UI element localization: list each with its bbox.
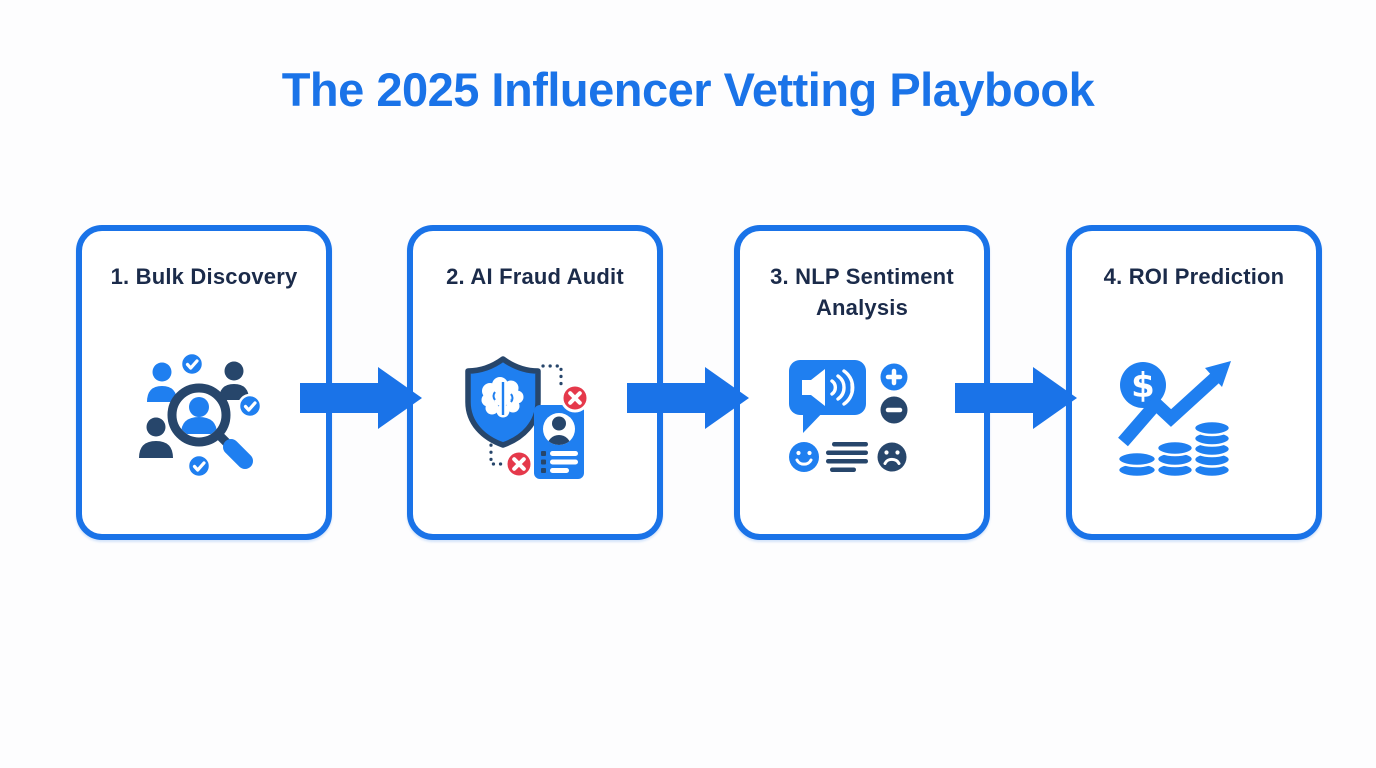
roi-prediction-icon: $ [1116, 361, 1232, 479]
avatar-icon [547, 416, 571, 445]
step-label-1: 1. Bulk Discovery [110, 264, 298, 289]
x-badge-icon [504, 449, 534, 479]
speaker-icon [802, 369, 855, 406]
brain-icon [481, 377, 524, 418]
happy-face-icon [789, 442, 819, 472]
flow-arrow-1 [300, 367, 422, 429]
arrow-right-icon [627, 367, 749, 429]
step-card-ai-fraud-audit: 2. AI Fraud Audit [407, 225, 663, 540]
x-badge-icon [560, 383, 590, 413]
coin-stack-icon [1116, 419, 1232, 479]
step-card-bulk-discovery: 1. Bulk Discovery [76, 225, 332, 540]
flow-arrow-2 [627, 367, 749, 429]
check-badge-icon [186, 453, 212, 479]
profile-person-icon [181, 397, 217, 434]
bulk-discovery-icon [139, 351, 263, 479]
nlp-sentiment-icon [789, 360, 908, 472]
id-card-icon [534, 405, 584, 479]
step-label-4: 4. ROI Prediction [1103, 264, 1285, 289]
plus-badge-icon [880, 363, 908, 391]
shield-brain-icon [465, 356, 541, 448]
card-text-lines [550, 451, 578, 473]
svg-text:$: $ [1131, 366, 1155, 406]
step-card-roi-prediction: 4. ROI Prediction $ [1066, 225, 1322, 540]
ai-fraud-audit-icon [465, 356, 590, 479]
step-card-nlp-sentiment: 3. NLP Sentiment Analysis [734, 225, 990, 540]
sad-face-icon [877, 442, 907, 472]
speech-bubble-icon [789, 360, 866, 433]
arrow-right-icon [300, 367, 422, 429]
growth-arrow-icon [1118, 361, 1231, 447]
dotted-frame-icon [489, 364, 563, 466]
text-lines [826, 442, 868, 472]
check-badge-icon [179, 351, 205, 377]
audience-people-icon [139, 361, 249, 458]
step-icon-wrap: $ [1109, 358, 1239, 479]
step-icon-wrap [786, 353, 916, 478]
arrow-right-icon [955, 367, 1077, 429]
step-icon-wrap [457, 352, 590, 482]
magnifier-icon [167, 383, 253, 469]
step-label-2: 2. AI Fraud Audit [446, 264, 624, 289]
step-icon-wrap [135, 350, 265, 480]
flow-arrow-3 [955, 367, 1077, 429]
step-label-3: 3. NLP Sentiment Analysis [770, 264, 954, 321]
check-badge-icon [237, 393, 263, 419]
page-title: The 2025 Influencer Vetting Playbook [281, 63, 1095, 116]
minus-badge-icon [880, 396, 908, 424]
card-bullets [541, 451, 546, 473]
